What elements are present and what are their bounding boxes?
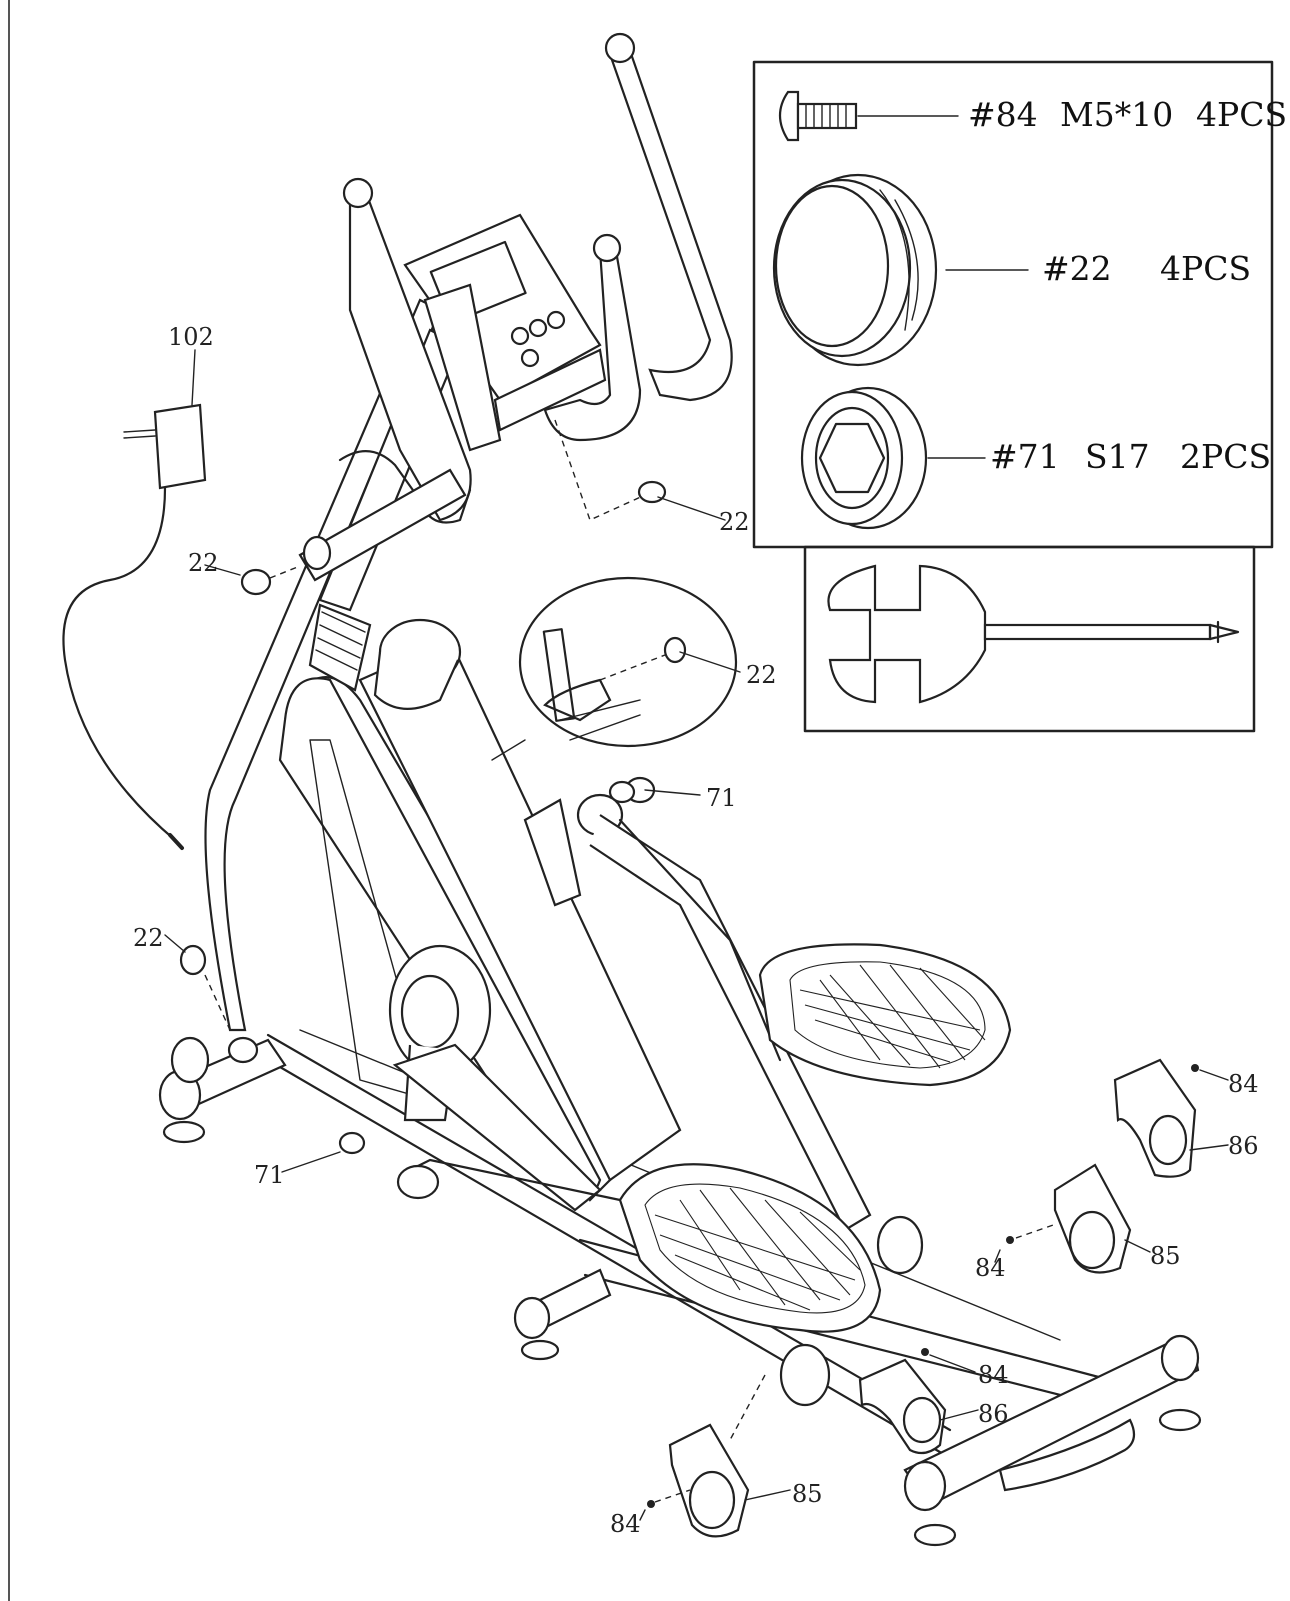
nut-cap-22-icon	[772, 173, 1029, 367]
spec-part-71: #71	[990, 437, 1060, 476]
cover-85-lower-icon	[647, 1374, 766, 1538]
callout-22-zoom: 22	[746, 661, 777, 689]
screw-m5-icon	[778, 90, 959, 142]
callout-71-upper: 71	[706, 784, 737, 812]
callout-102: 102	[168, 323, 214, 351]
spec-qty-22: 4PCS	[1160, 249, 1251, 288]
spec-part-22: #22	[1042, 249, 1112, 288]
callout-labels: 102 22 22 22 22 71 71 84 86 84 85 84 86 …	[133, 323, 1259, 1538]
callout-22-lower: 22	[133, 924, 164, 952]
spec-part-84: #84	[968, 95, 1038, 134]
callout-85-b: 85	[1150, 1242, 1181, 1270]
callout-71-lower: 71	[254, 1161, 285, 1189]
wrench-tool-icon	[827, 564, 1240, 704]
callout-85-d: 85	[792, 1480, 823, 1508]
spec-qty-71: 2PCS	[1180, 437, 1271, 476]
callout-84-b: 84	[975, 1254, 1006, 1282]
callout-86-a: 86	[1228, 1132, 1259, 1160]
callout-84-a: 84	[1228, 1070, 1259, 1098]
callout-86-c: 86	[978, 1400, 1009, 1428]
cover-86-upper-icon	[1113, 1058, 1199, 1178]
hardware-box: #84 M5*10 4PCS #22 4PCS #71 S17 2PCS	[752, 60, 1287, 733]
cover-85-upper-icon	[1006, 1163, 1132, 1274]
diagram-frame	[8, 0, 1290, 1601]
spec-qty-84: 4PCS	[1196, 95, 1287, 134]
callout-22-top: 22	[719, 508, 750, 536]
ac-adapter-icon	[62, 403, 207, 850]
callout-84-d: 84	[610, 1510, 641, 1538]
spec-size-71: S17	[1085, 437, 1150, 476]
callout-22-left: 22	[188, 549, 219, 577]
elliptical-machine	[62, 32, 1229, 1547]
callout-84-c: 84	[978, 1361, 1009, 1389]
spec-size-84: M5*10	[1060, 95, 1173, 134]
hex-cap-71-icon	[800, 386, 986, 530]
